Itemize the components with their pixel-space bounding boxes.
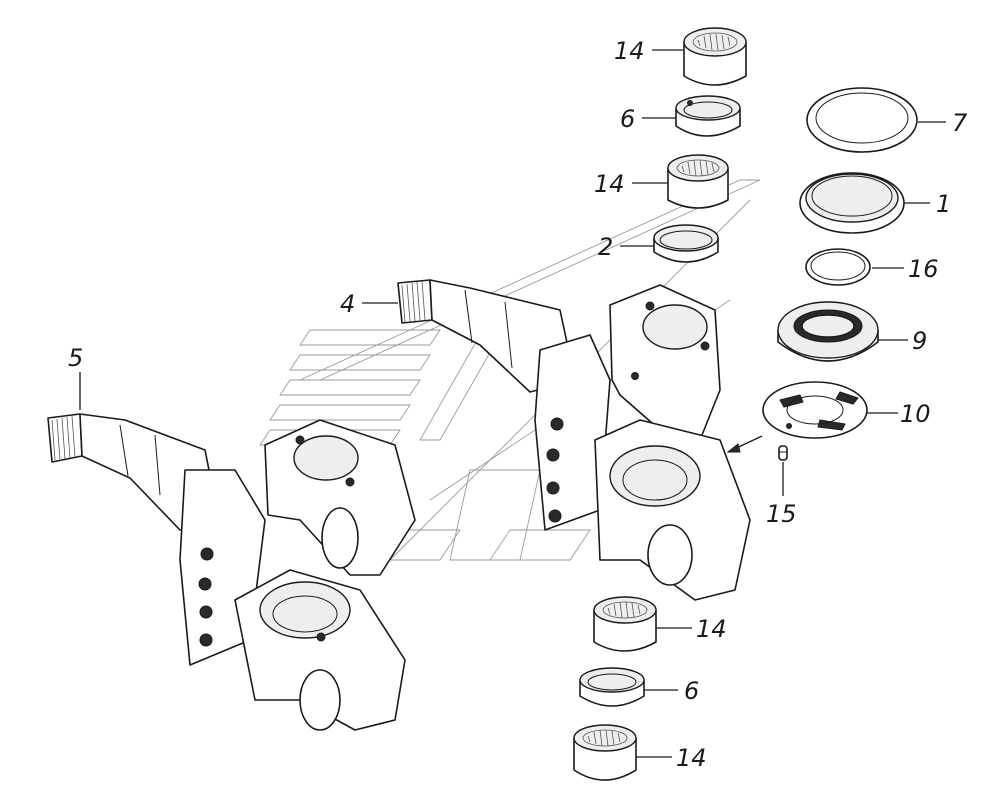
callout-15: 15 <box>766 500 797 528</box>
callout-5: 5 <box>68 344 83 372</box>
needle-bearing-14-top <box>683 27 747 86</box>
callout-14-bottom: 14 <box>676 744 707 772</box>
grease-fitting-15 <box>778 445 788 461</box>
washer-7 <box>806 87 918 153</box>
seal-1 <box>799 172 905 234</box>
callout-6-top: 6 <box>620 105 635 133</box>
callout-14-top: 14 <box>614 37 645 65</box>
needle-bearing-14-lower <box>593 596 657 652</box>
callout-labels: 14 6 14 2 4 5 7 1 16 9 10 15 14 6 14 <box>68 37 968 772</box>
callout-10: 10 <box>900 400 931 428</box>
o-ring-16 <box>805 248 871 286</box>
callout-2: 2 <box>598 233 613 261</box>
callout-1: 1 <box>936 190 951 218</box>
callout-9: 9 <box>912 327 927 355</box>
callout-4: 4 <box>340 290 355 318</box>
needle-bearing-14-bottom <box>573 724 637 781</box>
ring-2 <box>653 224 719 263</box>
steering-knuckle-left <box>47 413 416 731</box>
callout-16: 16 <box>908 255 939 283</box>
steering-knuckle-right <box>397 279 763 601</box>
callout-14-lower: 14 <box>696 615 727 643</box>
needle-bearing-14-middle <box>667 154 729 209</box>
thrust-bearing-9 <box>777 301 879 362</box>
callout-7: 7 <box>952 109 968 137</box>
thrust-washer-10 <box>762 381 868 439</box>
callout-14-middle: 14 <box>594 170 625 198</box>
seal-ring-6-lower <box>579 667 645 707</box>
seal-ring-6-top <box>675 95 741 137</box>
callout-6-lower: 6 <box>684 677 699 705</box>
leader-lines <box>79 49 946 758</box>
